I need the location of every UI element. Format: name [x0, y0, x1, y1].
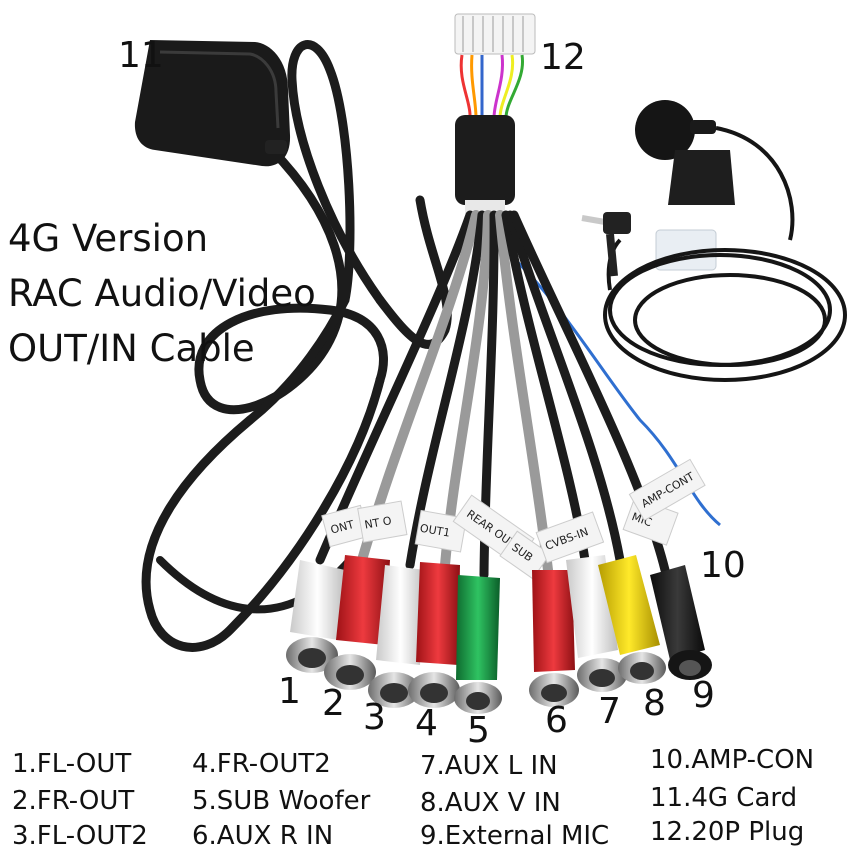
title-line-2: RAC Audio/Video: [8, 272, 316, 315]
legend-item-9: 9.External MIC: [420, 821, 610, 851]
legend-item-6: 6.AUX R IN: [192, 821, 334, 851]
4g-card-module: [134, 40, 291, 167]
tag-1: ONT: [329, 518, 355, 537]
20p-connector: [454, 13, 536, 214]
tag-3: OUT1: [419, 522, 451, 540]
callout-5: 5: [467, 710, 490, 751]
callout-1: 1: [278, 671, 301, 712]
rca-plug-3-white: [368, 565, 425, 708]
legend-item-11: 11.4G Card: [650, 783, 798, 813]
rca-plug-1-white: [286, 560, 345, 673]
title-line-1: 4G Version: [8, 217, 209, 260]
legend-item-8: 8.AUX V IN: [420, 788, 561, 818]
cable-label-tags: ONT NT O OUT1 REAR OUT SUB CVBS-IN MIC A…: [321, 458, 706, 580]
callout-11: 11: [118, 35, 164, 76]
callout-7: 7: [598, 691, 621, 732]
legend-item-5: 5.SUB Woofer: [192, 786, 371, 816]
title-line-3: OUT/IN Cable: [8, 327, 255, 370]
legend-item-4: 4.FR-OUT2: [192, 749, 331, 779]
legend-item-12: 12.20P Plug: [650, 817, 805, 847]
rca-plug-6-red: [529, 570, 579, 707]
rca-plug-5-green: [454, 575, 502, 714]
legend-item-7: 7.AUX L IN: [420, 751, 558, 781]
callout-9: 9: [692, 675, 715, 716]
callout-3: 3: [363, 697, 386, 738]
black-loop-cable: [141, 40, 452, 652]
rca-plug-8-yellow: [598, 555, 666, 684]
callout-12: 12: [540, 37, 586, 78]
legend-item-2: 2.FR-OUT: [12, 786, 135, 816]
legend-item-3: 3.FL-OUT2: [12, 821, 148, 851]
external-microphone: [581, 100, 847, 382]
callout-2: 2: [322, 683, 345, 724]
tag-2: NT O: [364, 514, 393, 532]
callout-4: 4: [415, 703, 438, 744]
mic-jack-9-black: [650, 565, 712, 680]
callout-6: 6: [545, 700, 568, 741]
rca-plug-4-red: [408, 562, 460, 708]
callout-8: 8: [643, 683, 666, 724]
legend-item-10: 10.AMP-CON: [650, 745, 815, 775]
callout-10: 10: [700, 545, 746, 586]
legend-item-1: 1.FL-OUT: [12, 749, 132, 779]
rca-plug-2-red: [324, 555, 390, 690]
